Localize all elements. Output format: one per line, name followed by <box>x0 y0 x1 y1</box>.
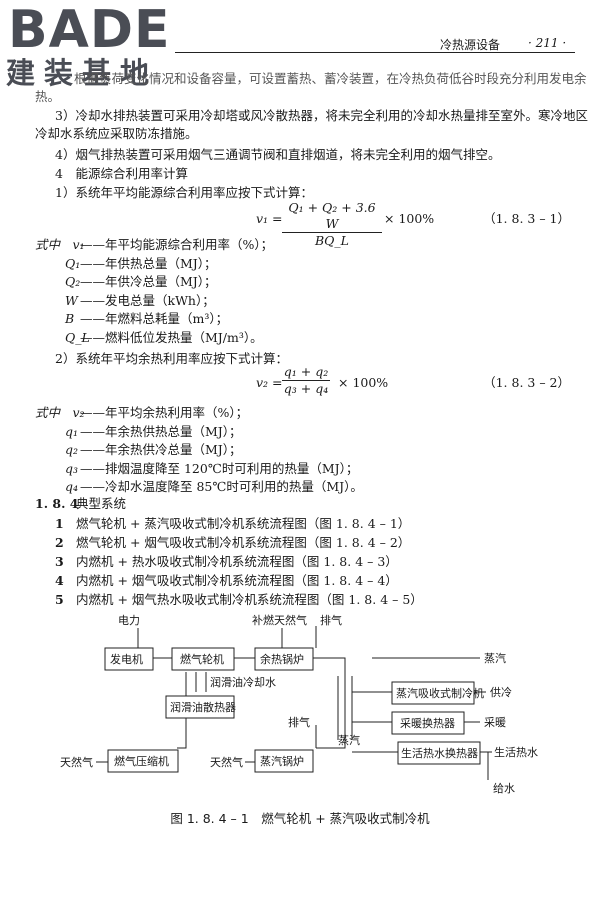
definition-symbol: q₃ <box>65 460 79 476</box>
formula2-fraction: q₁ + q₂ q₃ + q₄ <box>276 364 336 397</box>
formula1-fraction: Q₁ + Q₂ + 3.6 W BQ_L <box>282 200 382 249</box>
paragraph-line: 热。 <box>35 89 61 104</box>
label-natural-gas: 天然气 <box>60 755 93 769</box>
definition-text: ——冷却水温度降至 85℃时可利用的热量（MJ）。 <box>80 479 363 495</box>
definition-symbol: Q₁ <box>65 255 81 271</box>
list-item: 内燃机 + 热水吸收式制冷机系统流程图（图 1. 8. 4 – 3） <box>76 554 398 569</box>
formula2-numerator: q₁ + q₂ <box>281 364 331 381</box>
formula1-lhs: v₁ = <box>256 211 283 226</box>
header-section-title: 冷热源设备 <box>440 38 501 52</box>
label-waste-boiler: 余热锅炉 <box>260 652 304 666</box>
definition-symbol: Q_L <box>65 330 90 345</box>
diagram-wires <box>96 626 492 780</box>
label-steam-boiler: 蒸汽锅炉 <box>260 754 304 768</box>
definition-symbol: q₄ <box>65 479 79 495</box>
header-rule <box>175 52 575 53</box>
logo-subtitle: 建装基地 <box>6 56 159 90</box>
definition-text: ——年余热供冷总量（MJ）； <box>80 442 242 458</box>
paragraph-line: 3）冷却水排热装置可采用冷却塔或风冷散热器，将未完全利用的冷却水热量排至室外。寒… <box>55 108 588 123</box>
figure-caption: 图 1. 8. 4 – 1 燃气轮机 + 蒸汽吸收式制冷机 <box>170 811 430 826</box>
label-lube-water: 润滑油冷却水 <box>210 675 276 689</box>
definition-symbol: W <box>65 292 78 308</box>
list-item-number: 2 <box>55 535 64 550</box>
definition-text: ——年燃料总耗量（m³）； <box>80 311 229 327</box>
paragraph-line: 冷却水系统应采取防冻措施。 <box>35 126 198 141</box>
definition-symbol: Q₂ <box>65 274 81 290</box>
generator-box <box>104 647 154 671</box>
definition-symbol: 式中 v₂ <box>35 405 85 420</box>
label-heating: 采暖 <box>484 716 506 729</box>
list-item: 燃气轮机 + 蒸汽吸收式制冷机系统流程图（图 1. 8. 4 – 1） <box>76 516 411 531</box>
formula1-tail: × 100% <box>384 211 435 226</box>
definition-symbol: q₁ <box>65 423 79 439</box>
definition-text: ——年供热总量（MJ）； <box>80 255 217 271</box>
paragraph-line: 2）系统年平均余热利用率应按下式计算： <box>55 351 288 366</box>
formula1-numerator: Q₁ + Q₂ + 3.6 W <box>282 200 382 233</box>
label-cooling: 供冷 <box>490 685 512 699</box>
formula1-denominator: BQ_L <box>315 233 349 248</box>
flow-diagram: 电力 发电机 燃气轮机 补燃天然气 排气 余热锅炉 润滑油冷却水 润滑油散热器 … <box>60 613 538 795</box>
paragraph-line: 4）烟气排热装置可采用烟气三通调节阀和直排烟道，将未完全利用的烟气排空。 <box>55 147 501 162</box>
definition-text: ——排烟温度降至 120℃时可利用的热量（MJ）； <box>80 460 359 476</box>
label-power: 电力 <box>118 614 140 627</box>
label-lube-cooler: 润滑油散热器 <box>170 700 236 714</box>
formula2-tail: × 100% <box>338 375 389 390</box>
label-gas-turbine: 燃气轮机 <box>180 652 224 666</box>
wire-lube <box>195 672 207 692</box>
section-number: 1. 8. 4 <box>35 496 79 511</box>
lube-cooler-box <box>165 695 235 719</box>
definition-symbol: 式中 v₁ <box>35 237 85 252</box>
waste-boiler-box <box>254 647 314 671</box>
definition-text: ——年平均余热利用率（%）； <box>80 405 249 420</box>
label-dhw-exchanger: 生活热水换热器 <box>401 746 478 760</box>
label-chiller: 蒸汽吸收式制冷机 <box>396 686 484 700</box>
paragraph-line: 1）系统年平均能源综合利用率应按下式计算： <box>55 185 313 200</box>
list-item-number: 5 <box>55 592 64 607</box>
label-steam-out: 蒸汽 <box>484 651 506 665</box>
label-natural-gas2: 天然气 <box>210 755 243 769</box>
label-exhaust2: 排气 <box>288 715 310 729</box>
dhw-exchanger-box <box>397 741 481 765</box>
formula2-denominator: q₃ + q₄ <box>283 381 329 396</box>
chiller-box <box>391 681 475 705</box>
label-feed-water: 给水 <box>493 782 515 795</box>
list-item: 内燃机 + 烟气吸收式制冷机系统流程图（图 1. 8. 4 – 4） <box>76 573 398 588</box>
logo: BADE <box>8 0 171 60</box>
formula2-number: （1. 8. 3 – 2） <box>483 375 570 390</box>
label-supp-gas: 补燃天然气 <box>252 613 307 627</box>
label-generator: 发电机 <box>110 652 143 666</box>
paragraph-line: 根据负荷变化情况和设备容量，可设置蓄热、蓄冷装置，在冷热负荷低谷时段充分利用发电… <box>74 71 587 86</box>
heat-exchanger-box <box>391 711 465 735</box>
definition-symbol: q₂ <box>65 442 79 458</box>
label-exhaust: 排气 <box>320 613 342 627</box>
header-pipe <box>337 676 353 740</box>
definition-symbol: B <box>65 311 75 327</box>
compressor-box <box>107 749 179 773</box>
list-item-number: 4 <box>55 573 64 588</box>
wire-steam-main <box>312 657 346 749</box>
section-title: 典型系统 <box>76 496 127 511</box>
label-dhw: 生活热水 <box>494 745 538 759</box>
wire-outputs <box>464 691 492 753</box>
label-compressor: 燃气压缩机 <box>114 754 169 768</box>
definition-text: ——发电总量（kWh）； <box>80 292 215 308</box>
definition-text: ——年供冷总量（MJ）； <box>80 274 217 290</box>
label-steam-main: 蒸汽 <box>338 733 360 747</box>
subheading: 4 能源综合利用率计算 <box>55 166 188 181</box>
list-item: 内燃机 + 烟气热水吸收式制冷机系统流程图（图 1. 8. 4 – 5） <box>76 592 423 607</box>
formula2-lhs: v₂ = <box>256 375 283 390</box>
page-number: · 211 · <box>528 36 567 50</box>
label-heat-exchanger: 采暖换热器 <box>400 716 455 730</box>
formula1-number: （1. 8. 3 – 1） <box>483 211 570 226</box>
steam-boiler-box <box>254 749 314 773</box>
list-item-number: 3 <box>55 554 64 569</box>
list-item: 燃气轮机 + 烟气吸收式制冷机系统流程图（图 1. 8. 4 – 2） <box>76 535 411 550</box>
definition-text: ——燃料低位发热量（MJ/m³）。 <box>80 330 263 345</box>
list-item-number: 1 <box>55 516 64 531</box>
definition-text: ——年平均能源综合利用率（%）； <box>80 237 274 252</box>
definition-text: ——年余热供热总量（MJ）； <box>80 423 242 439</box>
gas-turbine-box <box>171 647 235 671</box>
